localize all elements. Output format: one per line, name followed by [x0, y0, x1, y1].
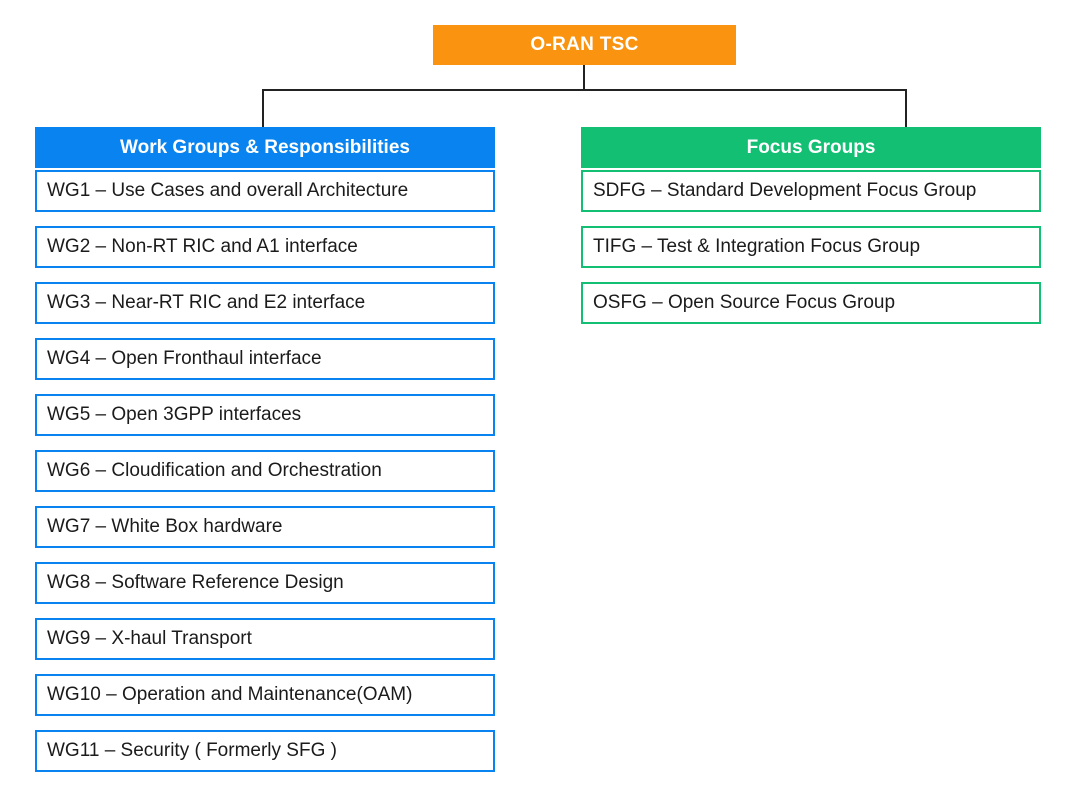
list-item: SDFG – Standard Development Focus Group: [581, 170, 1041, 212]
list-item: WG4 – Open Fronthaul interface: [35, 338, 495, 380]
list-item: WG8 – Software Reference Design: [35, 562, 495, 604]
list-item: OSFG – Open Source Focus Group: [581, 282, 1041, 324]
connector-left-line: [262, 89, 264, 127]
list-item: TIFG – Test & Integration Focus Group: [581, 226, 1041, 268]
list-item: WG6 – Cloudification and Orchestration: [35, 450, 495, 492]
focus-groups-column: Focus Groups SDFG – Standard Development…: [581, 127, 1041, 324]
work-groups-list: WG1 – Use Cases and overall Architecture…: [35, 170, 495, 772]
root-node-label: O-RAN TSC: [530, 34, 639, 55]
connector-stem-line: [583, 65, 585, 89]
root-node: O-RAN TSC: [433, 25, 736, 65]
work-groups-column: Work Groups & Responsibilities WG1 – Use…: [35, 127, 495, 772]
list-item: WG11 – Security ( Formerly SFG ): [35, 730, 495, 772]
list-item: WG3 – Near-RT RIC and E2 interface: [35, 282, 495, 324]
list-item: WG7 – White Box hardware: [35, 506, 495, 548]
focus-groups-header-label: Focus Groups: [746, 136, 876, 158]
connector-right-line: [905, 89, 907, 127]
focus-groups-header: Focus Groups: [581, 127, 1041, 168]
work-groups-header: Work Groups & Responsibilities: [35, 127, 495, 168]
connector-horizontal-line: [262, 89, 907, 91]
work-groups-header-label: Work Groups & Responsibilities: [120, 136, 410, 158]
list-item: WG10 – Operation and Maintenance(OAM): [35, 674, 495, 716]
list-item: WG9 – X-haul Transport: [35, 618, 495, 660]
list-item: WG2 – Non-RT RIC and A1 interface: [35, 226, 495, 268]
list-item: WG1 – Use Cases and overall Architecture: [35, 170, 495, 212]
list-item: WG5 – Open 3GPP interfaces: [35, 394, 495, 436]
